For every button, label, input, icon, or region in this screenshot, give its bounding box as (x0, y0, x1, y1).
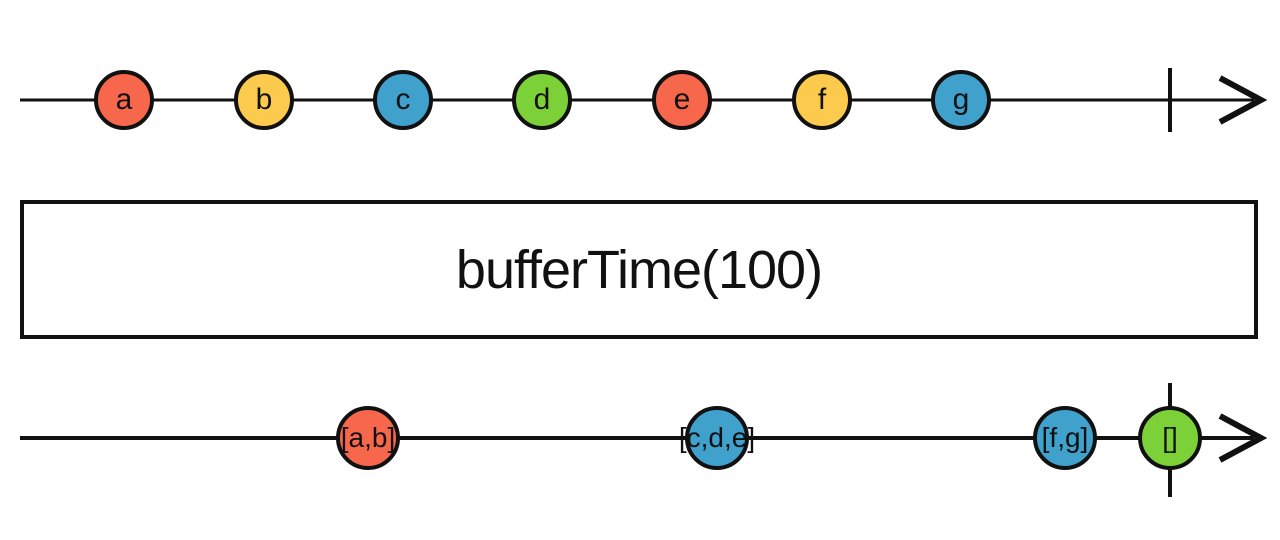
output-marble-2: [f,g] (1033, 406, 1097, 470)
source-marble-1: b (234, 70, 294, 130)
source-marble-5: f (792, 70, 852, 130)
source-marble-3: d (512, 70, 572, 130)
marble-label: [c,d,e] (678, 422, 756, 453)
marble-label: d (533, 83, 551, 116)
operator-label: bufferTime(100) (455, 239, 823, 300)
output-marble-3: [] (1138, 406, 1202, 470)
source-marble-6: g (931, 70, 991, 130)
output-arrow-right-icon (1218, 413, 1268, 463)
marble-label: e (673, 83, 691, 116)
source-marble-4: e (652, 70, 712, 130)
marble-label: a (115, 83, 133, 116)
marble-label: g (952, 83, 970, 116)
marble-label: c (395, 83, 411, 116)
output-marble-1: [c,d,e] (679, 406, 755, 470)
source-marble-2: c (373, 70, 433, 130)
source-marble-0: a (94, 70, 154, 130)
operator-box: bufferTime(100) (20, 200, 1258, 339)
marble-label: [a,b] (340, 422, 396, 453)
source-arrow-right-icon (1218, 75, 1268, 125)
output-marble-0: [a,b] (336, 406, 400, 470)
marble-label: [] (1162, 422, 1178, 453)
marble-label: b (255, 83, 273, 116)
marble-label: f (817, 83, 827, 116)
marble-label: [f,g] (1041, 422, 1089, 453)
